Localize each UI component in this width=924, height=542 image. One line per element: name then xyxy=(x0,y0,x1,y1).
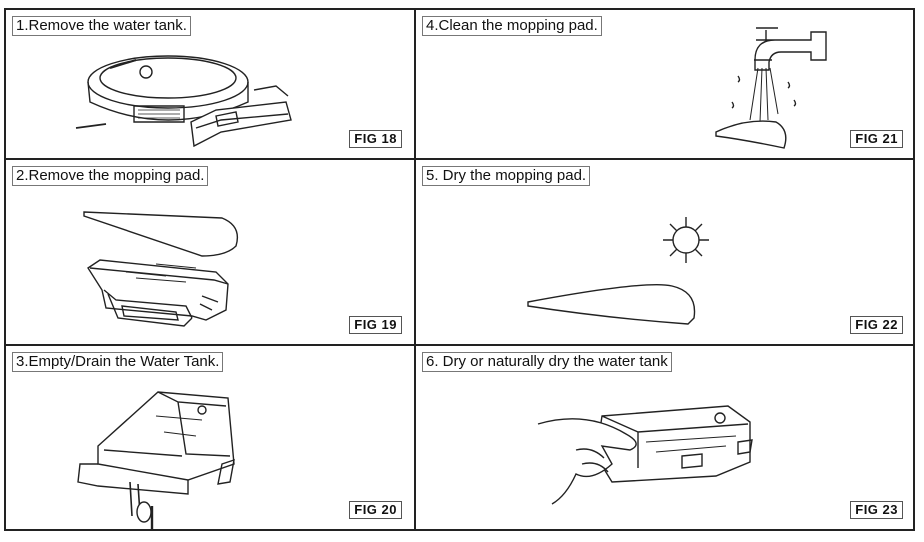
hand-holding-tank-illustration xyxy=(416,346,913,529)
panel-dry-water-tank: 6. Dry or naturally dry the water tank F… xyxy=(416,346,913,529)
step-title: 5. Dry the mopping pad. xyxy=(422,166,591,186)
figure-label: FIG 20 xyxy=(349,501,402,519)
panel-clean-mopping-pad: 4.Clean the mopping pad. FIG 21 xyxy=(416,10,913,158)
water-tank-drain-illustration xyxy=(6,346,412,529)
panel-drain-water-tank: 3.Empty/Drain the Water Tank. FIG 20 xyxy=(6,346,412,529)
figure-label: FIG 21 xyxy=(850,130,903,148)
figure-label: FIG 18 xyxy=(349,130,402,148)
figure-label: FIG 19 xyxy=(349,316,402,334)
panel-remove-mopping-pad: 2.Remove the mopping pad. FIG 19 xyxy=(6,160,412,344)
figure-label: FIG 22 xyxy=(850,316,903,334)
step-title: 2.Remove the mopping pad. xyxy=(12,166,209,186)
mopping-pad-removal-illustration xyxy=(6,160,412,344)
panel-remove-water-tank: 1.Remove the water tank. FIG 18 xyxy=(6,10,412,158)
sun-and-pad-illustration xyxy=(416,160,913,344)
step-title: 4.Clean the mopping pad. xyxy=(422,16,602,36)
faucet-and-pad-illustration xyxy=(416,10,913,158)
step-title: 3.Empty/Drain the Water Tank. xyxy=(12,352,224,372)
panel-dry-mopping-pad: 5. Dry the mopping pad. FIG 22 xyxy=(416,160,913,344)
robot-vacuum-illustration xyxy=(6,10,412,158)
step-title: 6. Dry or naturally dry the water tank xyxy=(422,352,672,372)
instruction-grid: 1.Remove the water tank. FIG 18 4.Clean … xyxy=(4,8,915,531)
figure-label: FIG 23 xyxy=(850,501,903,519)
step-title: 1.Remove the water tank. xyxy=(12,16,191,36)
